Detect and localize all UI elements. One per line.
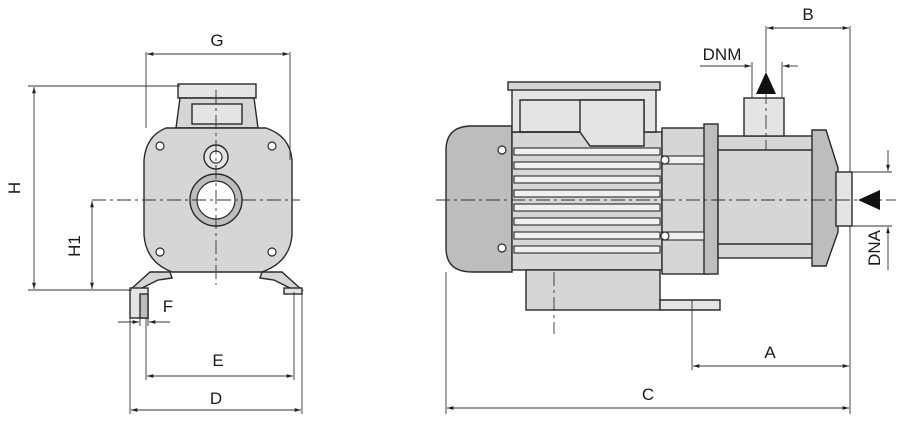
front-view: G H H1 F E D xyxy=(5,31,304,414)
side-base-plate xyxy=(659,299,721,311)
side-base-block xyxy=(525,269,661,311)
suction-port xyxy=(835,171,853,227)
motor-end-cap xyxy=(445,125,513,273)
front-foot-right xyxy=(259,271,304,291)
dimension-c-label: C xyxy=(642,385,654,404)
dimension-b-label: B xyxy=(802,5,813,24)
discharge-flow-arrow xyxy=(756,72,776,94)
front-foot-slot xyxy=(139,293,149,319)
front-foot-left xyxy=(128,271,173,291)
discharge-port xyxy=(743,97,785,137)
front-foot-plate-right xyxy=(283,287,303,295)
pump-stage-housing xyxy=(717,135,815,259)
bracket-flange xyxy=(703,123,719,275)
dimension-g-label: G xyxy=(210,31,223,50)
dimension-e-label: E xyxy=(212,351,223,370)
motor-cooling-fins xyxy=(513,147,661,254)
dimension-dnm-label: DNM xyxy=(703,45,742,64)
dimension-h-label: H xyxy=(5,182,24,194)
suction-flow-arrow xyxy=(858,190,880,210)
side-view: B DNM DNA A C xyxy=(436,5,896,414)
dimension-a-label: A xyxy=(764,343,776,362)
dimension-h1-label: H1 xyxy=(65,235,84,257)
dimension-f-label: F xyxy=(163,297,173,316)
dimension-dna-label: DNA xyxy=(865,229,884,266)
motor-bracket xyxy=(661,127,709,275)
terminal-box-lid xyxy=(579,99,645,147)
suction-head xyxy=(811,129,839,267)
front-bolt-holes xyxy=(155,141,277,257)
front-neck-recess xyxy=(191,103,243,125)
dimension-d-label: D xyxy=(210,389,222,408)
front-outlet-flange xyxy=(177,83,257,99)
